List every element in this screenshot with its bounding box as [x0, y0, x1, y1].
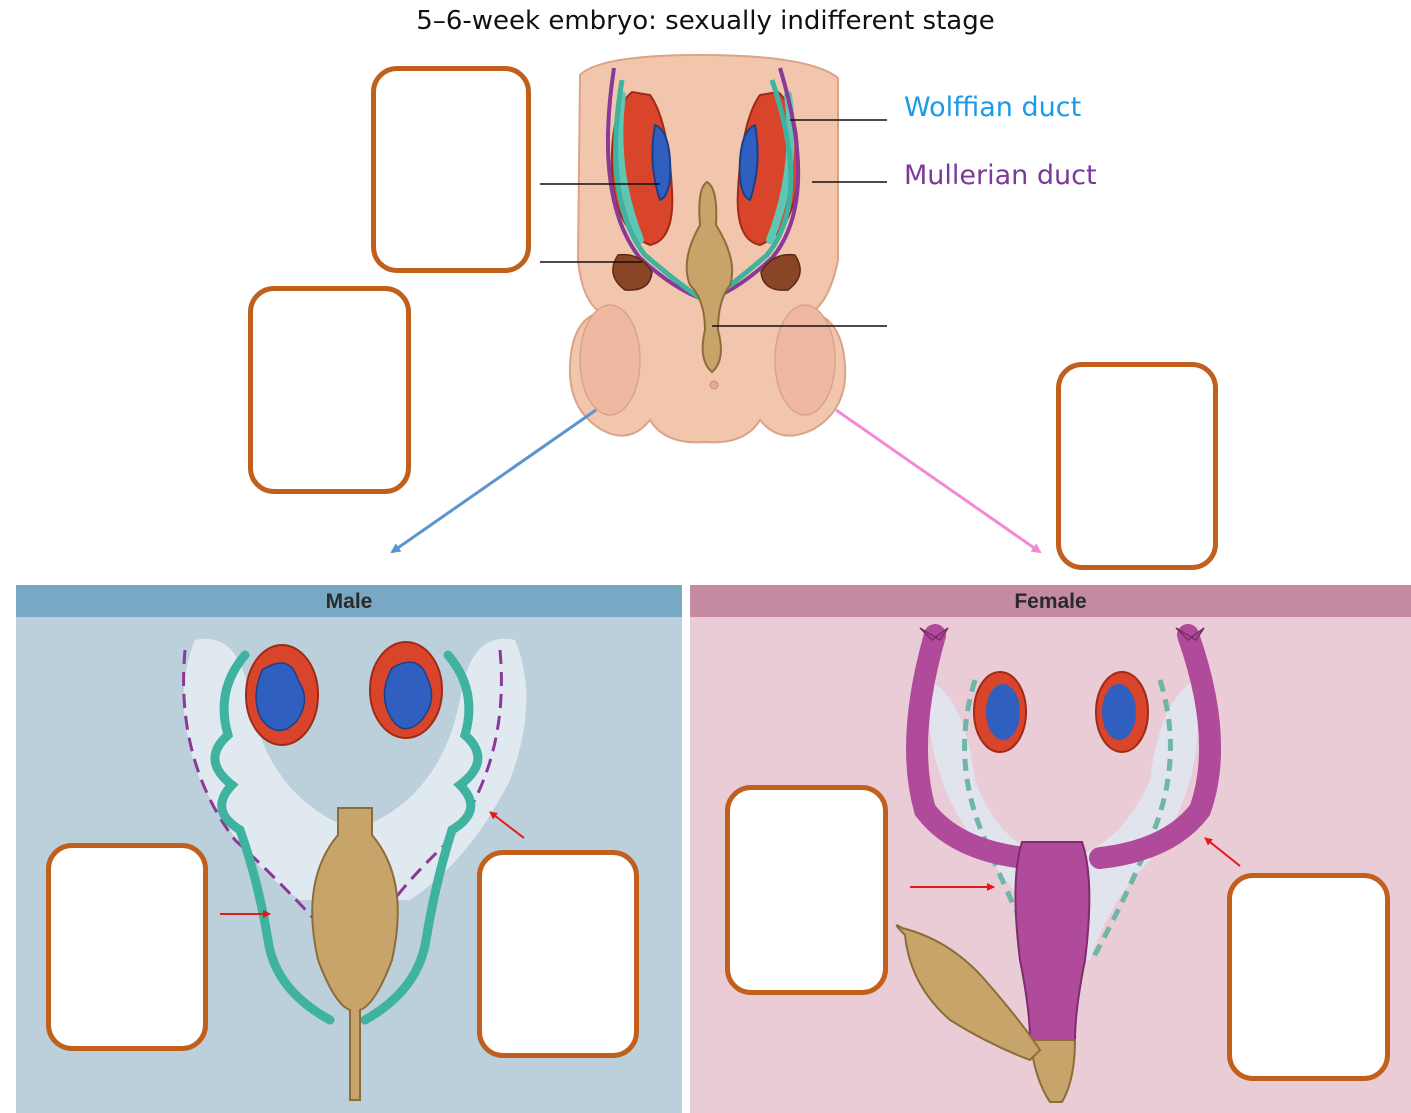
mullerian-duct-label: Mullerian duct: [904, 160, 1097, 191]
diagram-title: 5–6-week embryo: sexually indifferent st…: [0, 6, 1411, 36]
blank-label-box-male-left[interactable]: [46, 843, 208, 1051]
arrow-to-female: [836, 410, 1040, 552]
blank-label-box-urogenital-sinus[interactable]: [1056, 362, 1218, 570]
female-left-ovary-core: [986, 684, 1020, 740]
embryo-navel: [710, 381, 718, 389]
blank-label-box-male-right[interactable]: [477, 850, 639, 1058]
blank-label-box-gonad[interactable]: [371, 66, 531, 273]
blank-label-box-female-right[interactable]: [1227, 873, 1390, 1081]
left-leg-bud: [580, 305, 640, 415]
right-leg-bud: [775, 305, 835, 415]
male-panel-title: Male: [16, 587, 682, 617]
female-panel-title: Female: [690, 587, 1411, 617]
blank-label-box-mesonephros[interactable]: [248, 286, 411, 494]
embryo-illustration: [570, 55, 845, 442]
female-right-ovary-core: [1102, 684, 1136, 740]
blank-label-box-female-left[interactable]: [725, 785, 888, 995]
wolffian-duct-label: Wolffian duct: [904, 92, 1081, 123]
arrow-to-male: [392, 410, 596, 552]
